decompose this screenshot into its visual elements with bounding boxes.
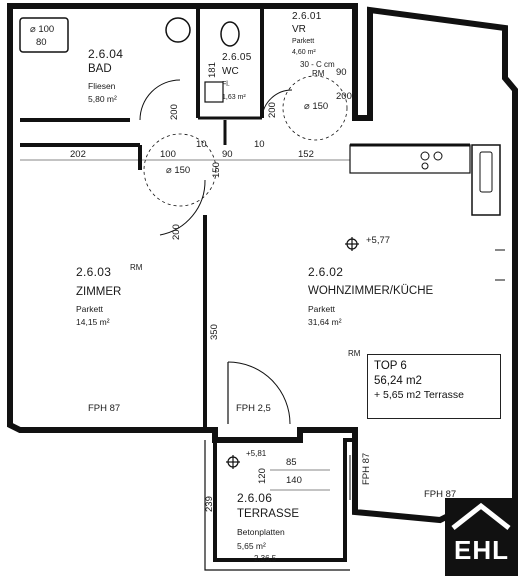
wohnzimmer-material: Parkett [308, 304, 335, 314]
wc-sink [204, 81, 224, 103]
dim-10b: 10 [254, 139, 265, 150]
terrasse-area: 5,65 m² [237, 541, 266, 551]
zimmer-material: Parkett [76, 304, 103, 314]
dim-100: 100 [160, 149, 176, 160]
terrace-railing [204, 440, 350, 571]
summary-area: 56,24 m2 [374, 374, 422, 387]
dim-90: 90 [222, 149, 233, 160]
bad-id: 2.6.04 [88, 47, 124, 61]
door-bath [139, 79, 181, 121]
kitchen-counter [349, 144, 471, 174]
bath-reserve: 80 [36, 37, 47, 48]
terrasse-material: Betonplatten [237, 527, 285, 537]
rm-wohn: RM [348, 349, 361, 358]
dia-150-vr: ⌀ 150 [304, 101, 329, 112]
bath-dia-label: ⌀ 100 [30, 24, 55, 35]
dim-350: 350 [209, 324, 220, 340]
ehl-logo: EHL [445, 498, 518, 576]
fph-25: FPH 2,5 [236, 403, 271, 414]
light-symbol-b [226, 455, 240, 469]
dim-181: 181 [207, 62, 218, 78]
dim-120: 120 [257, 468, 268, 484]
vr-area: 4,60 m² [292, 49, 316, 56]
fph-87-a: FPH 87 [88, 403, 121, 414]
fridge [471, 144, 501, 216]
dim-140: 140 [286, 475, 302, 486]
turning-circle-a [143, 133, 217, 207]
dim-239: 239 [204, 496, 215, 512]
bathtub [19, 17, 69, 53]
dim-152: 152 [298, 149, 314, 160]
wc-name: WC [222, 66, 239, 77]
terrasse-id: 2.6.06 [237, 491, 273, 505]
dim-10a: 10 [196, 139, 207, 150]
light-symbol-a [345, 237, 359, 251]
zimmer-id: 2.6.03 [76, 265, 112, 279]
vr-material: Parkett [292, 38, 315, 45]
door-wc [261, 89, 293, 119]
fph-87-b: FPH 87 [424, 489, 457, 500]
zimmer-name: ZIMMER [76, 286, 122, 298]
dim-200b: 200 [169, 104, 180, 120]
terrace-outline [213, 430, 355, 562]
wc-bowl [220, 21, 240, 47]
wohnzimmer-area: 31,64 m² [308, 317, 342, 327]
rm-zimmer: RM [130, 263, 143, 272]
washbasin [165, 17, 191, 43]
house-roof-icon [451, 502, 511, 530]
window-marks [344, 249, 505, 500]
dim-200d: 200 [171, 224, 182, 240]
dia-150-hall: ⌀ 150 [166, 165, 191, 176]
dim-200c: 200 [267, 102, 278, 118]
zimmer-area: 14,15 m² [76, 317, 110, 327]
turning-circle-b [282, 75, 348, 141]
wohnzimmer-id: 2.6.02 [308, 265, 344, 279]
dim-2365: 2,36,5 [254, 554, 277, 563]
door-terrace [227, 361, 291, 425]
rm-vr: RM [312, 69, 325, 78]
bad-name: BAD [88, 63, 112, 75]
vr-name: VR [292, 24, 306, 35]
summary-top: TOP 6 [374, 360, 407, 372]
elevation-581: +5,81 [246, 449, 267, 458]
summary-terrace: + 5,65 m2 Terrasse [374, 388, 464, 401]
wc-id: 2.6.05 [222, 52, 252, 63]
dim-200a: 200 [336, 91, 352, 102]
cm-label: 30 - C cm [300, 60, 335, 69]
dim-90b: 90 [336, 67, 347, 78]
apartment-summary: TOP 6 56,24 m2 + 5,65 m2 Terrasse [367, 354, 501, 419]
terrasse-name: TERRASSE [237, 508, 299, 520]
logo-text: EHL [454, 535, 509, 565]
dim-202: 202 [70, 149, 86, 160]
door-zimmer [159, 179, 206, 236]
fph-87-c: FPH 87 [361, 452, 372, 485]
bad-material: Fliesen [88, 81, 116, 91]
vr-id: 2.6.01 [292, 11, 322, 22]
elevation-577: +5,77 [366, 235, 391, 246]
dim-85: 85 [286, 457, 297, 468]
wc-area: 1,63 m² [222, 94, 246, 101]
bad-area: 5,80 m² [88, 94, 117, 104]
dim-150: 150 [211, 162, 222, 178]
wc-material: Fl. [222, 81, 230, 88]
wohnzimmer-name: WOHNZIMMER/KÜCHE [308, 285, 434, 297]
